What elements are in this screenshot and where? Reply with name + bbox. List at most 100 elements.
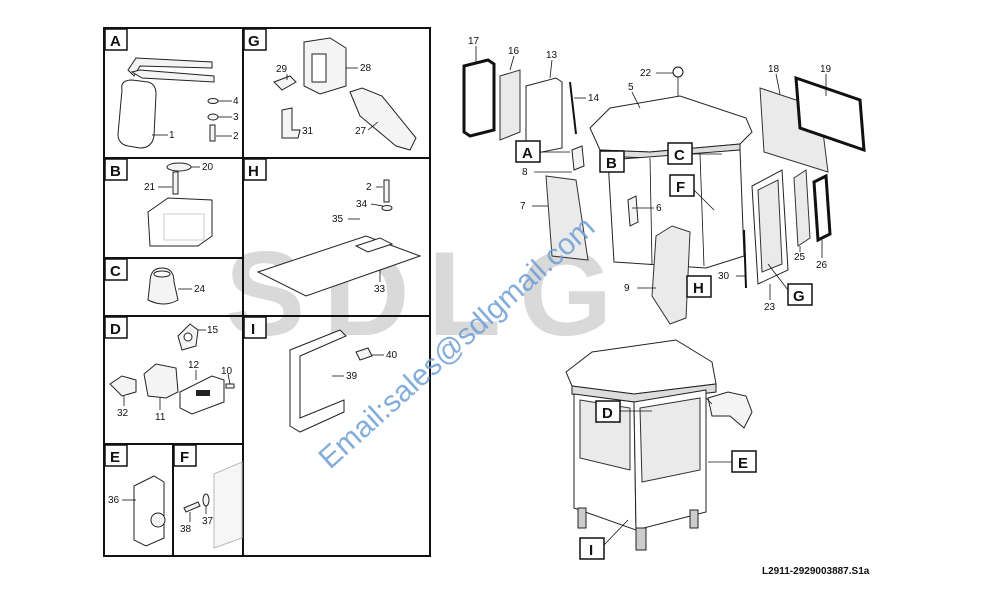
main-ref-g: G (767, 263, 813, 306)
callout-b-20: 20 (202, 162, 214, 173)
panel-c-header: C (104, 258, 128, 281)
panel-b-drawing: 20 21 (144, 162, 214, 247)
seal-19 (794, 75, 866, 153)
callout-13: 13 (546, 50, 558, 61)
callout-a-1: 1 (169, 130, 175, 141)
main-ref-b: B (599, 150, 625, 173)
cab-mirror (707, 391, 753, 429)
mirror-glass (117, 79, 157, 149)
panel-e-header: E (104, 444, 128, 467)
callout-23: 23 (764, 302, 776, 313)
work-light (147, 197, 213, 247)
bracket-20 (166, 162, 192, 172)
panel-grid (103, 27, 431, 557)
callout-d-15: 15 (207, 325, 219, 336)
callout-d-10: 10 (221, 366, 233, 377)
knob-24 (147, 267, 179, 305)
cab-window-front (639, 397, 701, 483)
callout-g-31: 31 (302, 126, 314, 137)
main-ref-f: F (669, 174, 715, 211)
door-9 (651, 225, 691, 325)
callout-d-32: 32 (117, 408, 129, 419)
callout-14: 14 (588, 93, 600, 104)
svg-text:I: I (589, 542, 593, 559)
washer-37 (202, 493, 210, 507)
callout-e-36: 36 (108, 495, 120, 506)
callout-a-3: 3 (233, 112, 239, 123)
callout-c-24: 24 (194, 284, 206, 295)
handle-27 (349, 87, 417, 151)
main-ref-d: D (595, 400, 652, 423)
panel-b-header: B (104, 158, 128, 181)
callout-7: 7 (520, 201, 526, 212)
drawing-code: L2911-2929003887.S1a (762, 566, 870, 577)
callout-g-28: 28 (360, 63, 372, 74)
brand-watermark-text: SDLG (225, 227, 630, 361)
bolt-21 (172, 171, 179, 195)
glass-7 (545, 175, 589, 261)
panel-i-label: I (251, 321, 255, 338)
svg-text:E: E (738, 455, 748, 472)
main-ref-e: E (708, 450, 757, 473)
callout-i-40: 40 (386, 350, 398, 361)
callout-h-33: 33 (374, 284, 386, 295)
panel-f-header: F (173, 444, 197, 467)
callout-30: 30 (718, 271, 730, 282)
panel-a-drawing: 4 3 2 1 (117, 57, 239, 149)
panel-f-label: F (180, 449, 189, 466)
seal-26 (812, 173, 832, 243)
plate-31 (281, 107, 301, 139)
knob-top (153, 270, 171, 278)
lock-36 (133, 475, 165, 547)
panel-h-drawing: 2 34 35 33 (256, 179, 422, 297)
panel-b-label: B (110, 163, 121, 180)
panel-a-label: A (110, 33, 121, 50)
panel-d-drawing: 15 12 10 32 11 (109, 323, 235, 423)
bolt-2-h (383, 179, 390, 203)
screw-38 (183, 501, 201, 513)
callout-16: 16 (508, 46, 520, 57)
main-ref-h: H (686, 275, 712, 298)
main-ref-i: I (579, 519, 629, 560)
part-8 (571, 145, 585, 171)
callout-6: 6 (656, 203, 662, 214)
main-ref-a: A (515, 140, 570, 163)
callout-19: 19 (820, 64, 832, 75)
pin-29 (273, 75, 297, 91)
callout-d-12: 12 (188, 360, 200, 371)
callout-h-34: 34 (356, 199, 368, 210)
callout-9: 9 (624, 283, 630, 294)
panel-c-drawing: 24 (147, 267, 206, 305)
panel-d-label: D (110, 321, 121, 338)
cab-frame (607, 149, 745, 269)
panel-e-label: E (110, 449, 120, 466)
panel-e-drawing: 36 (108, 475, 166, 547)
bracket-inner (311, 53, 327, 83)
svg-text:F: F (676, 179, 685, 196)
rod-14 (569, 81, 577, 135)
panel-h-label: H (248, 163, 259, 180)
svg-text:C: C (674, 147, 685, 164)
panel-d-header: D (104, 316, 128, 339)
mirror-arm (127, 57, 213, 77)
assembled-cab (565, 339, 753, 551)
callout-f-38: 38 (180, 524, 192, 535)
mat-33 (256, 235, 422, 297)
strip-30 (743, 229, 747, 289)
screw-10 (225, 383, 235, 389)
callout-17: 17 (468, 36, 480, 47)
panel-c-label: C (110, 263, 121, 280)
part-6 (627, 195, 639, 227)
callout-d-11: 11 (155, 412, 166, 423)
handle-32 (109, 375, 137, 397)
panel-g-drawing: 28 29 31 27 (273, 37, 417, 151)
callout-25: 25 (794, 252, 806, 263)
seal-17 (462, 58, 496, 138)
panel-i-drawing: 40 39 (289, 329, 398, 433)
brand-watermark: SDLG (225, 227, 630, 361)
panel-g-label: G (248, 33, 260, 50)
callout-8: 8 (522, 167, 528, 178)
work-light-lens (163, 213, 205, 241)
washer-4 (207, 98, 219, 104)
plate-35 (354, 237, 394, 253)
